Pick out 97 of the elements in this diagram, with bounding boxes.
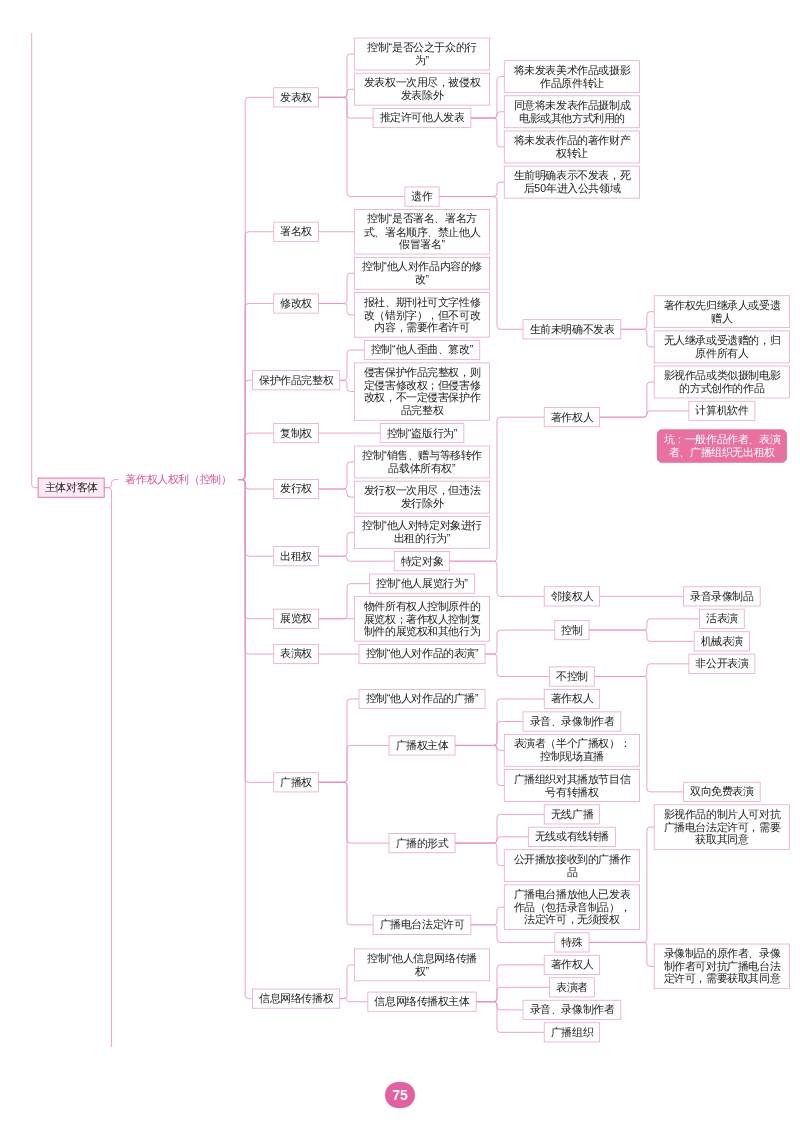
node-box: 录音、录像制作者 [522, 711, 622, 732]
node-box: 影视作品或类似摄制电影的方式创作的作品 [653, 365, 790, 399]
connector [593, 676, 684, 793]
node-box: 同意将未发表作品摄制成电影或其他方式利用的 [503, 95, 640, 129]
node-box: 表演权 [273, 644, 319, 665]
node-box: 控制“是否公之于众的行为” [353, 37, 491, 71]
connector [339, 998, 369, 1003]
node-box: 推定许可他人发表 [372, 108, 472, 129]
node-box: 控制“他人对特定对象进行出租的行为” [353, 515, 491, 549]
node-box: 报社、期刊社可文字性修改（错别字），但不可改内容，需要作者许可 [353, 292, 491, 338]
connector [318, 303, 355, 316]
node-box: 著作权人 [543, 407, 601, 428]
connector [318, 653, 360, 655]
node-box: 信息网络传播权主体 [367, 991, 477, 1012]
node-box: 特定对象 [393, 551, 451, 572]
connector [318, 231, 355, 233]
node-box: 邻接权人 [543, 586, 601, 607]
node-box: 广播权主体 [388, 735, 456, 756]
node-box: 特殊 [554, 932, 590, 953]
connector [318, 618, 355, 620]
connector [484, 653, 550, 677]
connector [449, 560, 545, 597]
node-box: 控制“他人展览行为” [369, 573, 475, 594]
connector [470, 924, 556, 943]
connector [599, 595, 684, 597]
node-text: 著作权人权利（控制） [125, 473, 232, 486]
node-box: 发行权一次用尽，但违法发行除外 [353, 480, 491, 514]
node-box: 表演者（半个广播权）：控制现场直播 [503, 733, 640, 767]
node-box: 控制“是否署名、署名方式、署名顺序、禁止他人假冒署名” [353, 209, 491, 255]
connector [318, 432, 381, 434]
connector [454, 745, 505, 786]
node-box: 影视作品的制片人可对抗广播电台法定许可，需要获取其同意 [653, 804, 790, 850]
connector [588, 629, 695, 642]
node-box: 生前明确表示不发表，死后50年进入公共领域 [503, 165, 640, 199]
node-box: 无线广播 [543, 804, 601, 825]
node-box: 出租权 [273, 546, 319, 567]
node-box: 广播组织对其播放节目信号有转播权 [503, 769, 640, 802]
page-number: 75 [385, 1082, 415, 1108]
node-box: 控制“他人歪曲、篡改” [363, 340, 481, 361]
node-box: 表演者 [549, 977, 595, 998]
node-box: 署名权 [273, 221, 319, 242]
node-box: 物件所有权人控制原件的展览权；著作权人控制复制件的展览权和其他行为 [353, 596, 491, 642]
connector [318, 583, 370, 620]
connector [318, 488, 355, 498]
node-box: 修改权 [273, 293, 319, 314]
node-box: 主体对客体 [37, 477, 105, 498]
node-box: 录音、录像制作者 [522, 999, 622, 1020]
connector [31, 32, 39, 489]
connector [454, 842, 505, 867]
connector [318, 781, 374, 926]
node-box: 控制“销售、赠与等移转作品载体所有权” [353, 445, 491, 479]
node-box: 发表权 [273, 87, 319, 108]
node-box: 将未发表作品的著作财产权转让 [503, 130, 640, 164]
node-box: 控制“他人对作品内容的修改” [353, 256, 491, 290]
node-box: 控制“他人对作品的表演” [358, 644, 486, 665]
node-box: 控制“他人信息网络传播权” [353, 948, 491, 982]
connector [470, 117, 505, 148]
node-box: 活表演 [699, 608, 745, 629]
node-box: 录音录像制品 [683, 586, 761, 607]
connector [318, 555, 395, 562]
node-box: 双向免费表演 [683, 781, 761, 802]
node-box: 复制权 [273, 423, 319, 444]
node-box: 侵害保护作品完整权，则定侵害修改权；但侵害修改权，不一定侵害保护作品完整权 [353, 362, 491, 421]
node-box: 非公开表演 [688, 653, 756, 674]
node-box: 控制“盗版行为” [379, 423, 465, 444]
node-box: 计算机软件 [688, 400, 756, 421]
node-box: 展览权 [273, 608, 319, 629]
node-box: 遗作 [404, 186, 440, 207]
connector [475, 1001, 545, 1033]
node-box: 公开播放接收到的广播作品 [503, 849, 640, 883]
connector [588, 942, 655, 967]
node-box: 无线或有线转播 [527, 826, 616, 847]
node-box: 广播权 [273, 772, 319, 793]
node-box: 将未发表美术作品或摄影作品原件转让 [503, 60, 640, 93]
node-box: 保护作品完整权 [252, 370, 341, 391]
node-box: 信息网络传播权 [252, 988, 341, 1009]
node-box: 著作权人 [543, 689, 601, 710]
node-box: 不控制 [549, 666, 595, 687]
node-box: 录像制品的原作者、录像制作者可对抗广播电台法定许可，需要获取其同意 [653, 943, 790, 990]
node-box: 发表权一次用尽，被侵权发表除外 [353, 72, 491, 106]
node-box: 发行权 [273, 479, 319, 499]
node-box: 广播电台播放他人已发表作品（包括录音制品），法定许可，无须授权 [503, 884, 640, 930]
node-box: 著作权先归继承人或受遗赠人 [653, 295, 790, 329]
connector [339, 379, 355, 392]
connector [318, 96, 406, 197]
node-box: 广播电台法定许可 [372, 914, 472, 935]
node-box: 广播的形式 [388, 833, 456, 854]
node-box: 生前未明确不发表 [522, 319, 622, 340]
connector [599, 410, 690, 418]
node-box: 机械表演 [693, 631, 750, 652]
node-box: 控制“他人对作品的广播” [358, 689, 486, 710]
connector [620, 328, 655, 348]
connector [438, 196, 524, 330]
node-box: 控制 [554, 620, 590, 641]
node-box: 著作权人 [543, 954, 601, 975]
node-box: 广播组织 [543, 1022, 601, 1043]
node-box: 无人继承或受遗赠的，归原件所有人 [653, 330, 790, 364]
